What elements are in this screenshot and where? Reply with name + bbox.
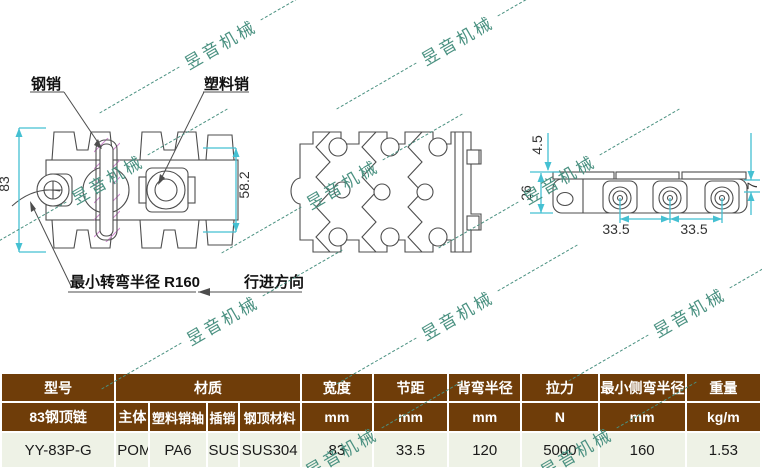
value-pitch: 33.5 [373,433,448,467]
unit-backflex: mm [449,403,521,431]
top-plate-2 [615,171,680,180]
header-weight: 重量 [686,374,760,401]
steel-pin-arrowhead [94,139,102,149]
dim-pitch-right-label: 33.5 [680,221,707,237]
watermark-strip: 昱音机械 [330,0,583,120]
steel-pin-hatch-frame [95,139,118,241]
zigzag-1 [315,131,331,253]
top-plate-3 [681,171,747,180]
header-min-side-radius: 最小侧弯半径 [599,374,685,401]
value-tension: 5000 [522,433,598,467]
header-pitch: 节距 [373,374,448,401]
unit-min-side-radius: mm [599,403,685,431]
value-top-material: SUS304 [239,433,300,467]
value-width: 83 [301,433,372,467]
subheader-body: 主体 [116,403,149,431]
plastic-pin-tab-right [187,176,196,204]
unit-width: mm [301,403,372,431]
chain-teeth-bottom-right [139,219,200,249]
turn-radius-arc [11,189,61,207]
unit-pitch: mm [373,403,448,431]
turn-radius-leader [30,202,73,289]
header-material: 材质 [116,374,300,401]
table-header-row-2: 83钢顶链 主体 塑料销轴 插销 钢顶材料 mm mm mm N mm kg/m [2,403,760,431]
spec-table: 型号 材质 宽度 节距 背弯半径 拉力 最小侧弯半径 重量 83钢顶链 主体 塑… [0,372,762,468]
value-min-side-radius: 160 [599,433,685,467]
watermark-text: 昱音机械 [418,288,498,345]
turn-radius-arrowhead [30,201,36,212]
steel-pin-label: 钢销 [31,75,61,93]
travel-direction-arrowhead [198,288,210,296]
dim-58-label: 58.2 [236,171,252,198]
value-insert-pin: SUS [207,433,238,467]
top-view-drawing: 钢销 塑料销 最小转弯半径 R160 行进方向 83 58.2 [0,75,304,296]
link-holes [328,137,480,247]
side-view-drawing: 4.5 26 7 33.5 33.5 [520,133,760,237]
dim-arrowheads-side-view [537,162,755,223]
steel-pin-leader [63,91,102,148]
header-tension: 拉力 [522,374,598,401]
watermark-dash-line [336,62,417,110]
subheader-top-material: 钢顶材料 [239,403,300,431]
watermark-strip: 昱音机械 [562,231,762,392]
watermark-dash-line [260,0,341,21]
unit-weight: kg/m [686,403,760,431]
watermark-dash-line [497,0,578,17]
plastic-pin-inner [154,178,178,202]
travel-direction-note: 行进方向 [243,273,304,291]
dim-83-label: 83 [0,176,12,192]
plastic-pin-leader [158,91,205,184]
value-backflex: 120 [449,433,521,467]
top-plate-1 [552,171,615,180]
header-backflex-radius: 背弯半径 [449,374,521,401]
value-weight: 1.53 [686,433,760,467]
dim-lines-top-view [18,127,237,253]
steel-pin-bar [99,143,114,237]
value-model: YY-83P-G [2,433,115,467]
dim-45-label: 4.5 [529,135,545,155]
unit-tension: N [522,403,598,431]
subheader-plastic-pin: 塑料销轴 [150,403,206,431]
leader-lines [11,91,302,293]
dim-arrowheads-top-view [15,128,240,252]
min-turn-radius-note: 最小转弯半径 R160 [70,273,200,291]
watermark-text: 昱音机械 [650,285,730,342]
subheader-insert-pin: 插销 [207,403,238,431]
watermark-dash-line [497,244,578,292]
side-view-chain [552,171,748,214]
bottom-view-drawing [290,131,482,253]
header-width: 宽度 [301,374,372,401]
table-header-row-1: 型号 材质 宽度 节距 背弯半径 拉力 最小侧弯半径 重量 [2,374,760,401]
header-model: 型号 [2,374,115,401]
watermark-text: 昱音机械 [418,13,498,70]
end-slot [556,191,574,207]
plastic-pin-arrowhead [158,174,165,185]
dim-pitch-left-label: 33.5 [602,221,629,237]
value-plastic-pin: PA6 [150,433,206,467]
chain-top-view-outline [36,131,239,249]
chain-teeth-top-right [139,131,200,161]
dim-26-label: 26 [520,185,534,201]
table-data-row: YY-83P-G POM PA6 SUS SUS304 83 33.5 120 … [2,433,760,467]
plastic-pin-label: 塑料销 [204,75,249,93]
value-body: POM [116,433,149,467]
subheader-chain-name: 83钢顶链 [2,403,115,431]
dim-7-label: 7 [744,182,760,190]
plastic-pin-tab-left [138,176,147,204]
